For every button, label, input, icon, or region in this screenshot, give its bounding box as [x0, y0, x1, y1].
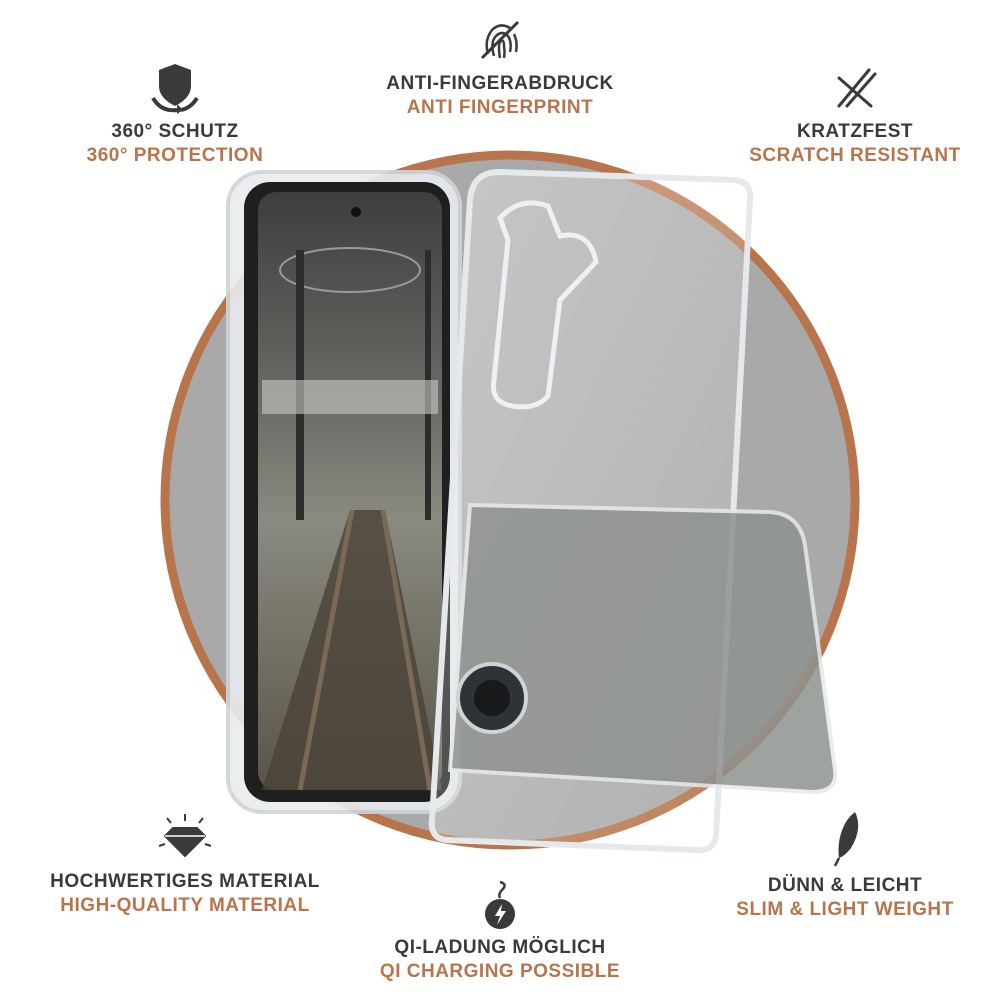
diamond-icon [158, 814, 212, 858]
feature-slim-en: SLIM & LIGHT WEIGHT [736, 899, 954, 920]
feature-scratch: KRATZFEST SCRATCH RESISTANT [730, 62, 980, 168]
wireless-charging-icon [485, 880, 515, 929]
fingerprint-crossed-icon [480, 20, 520, 60]
feature-material-en: HIGH-QUALITY MATERIAL [60, 895, 310, 916]
feature-protection-de: 360° SCHUTZ [111, 121, 239, 142]
feature-fingerprint-de: ANTI-FINGERABDRUCK [386, 73, 614, 94]
feature-protection-en: 360° PROTECTION [86, 145, 264, 166]
feature-slim: DÜNN & LEICHT SLIM & LIGHT WEIGHT [710, 808, 980, 922]
feather-icon [833, 812, 859, 867]
feature-material: HOCHWERTIGES MATERIAL HIGH-QUALITY MATER… [30, 812, 340, 918]
feature-slim-de: DÜNN & LEICHT [767, 875, 923, 896]
case-back [428, 168, 838, 854]
scratch-marks-icon [837, 68, 877, 108]
feature-material-de: HOCHWERTIGES MATERIAL [50, 871, 320, 892]
feature-protection: 360° SCHUTZ 360° PROTECTION [60, 58, 290, 168]
feature-charging-de: QI-LADUNG MÖGLICH [394, 937, 606, 958]
feature-fingerprint-en: ANTI FINGERPRINT [406, 97, 594, 118]
feature-charging-en: QI CHARGING POSSIBLE [379, 961, 621, 982]
feature-fingerprint: ANTI-FINGERABDRUCK ANTI FINGERPRINT [370, 14, 630, 120]
feature-scratch-en: SCRATCH RESISTANT [749, 145, 961, 166]
feature-charging: QI-LADUNG MÖGLICH QI CHARGING POSSIBLE [365, 878, 635, 984]
shield-rotate-icon [151, 64, 199, 114]
phone-front [226, 170, 462, 814]
feature-scratch-de: KRATZFEST [796, 121, 914, 142]
